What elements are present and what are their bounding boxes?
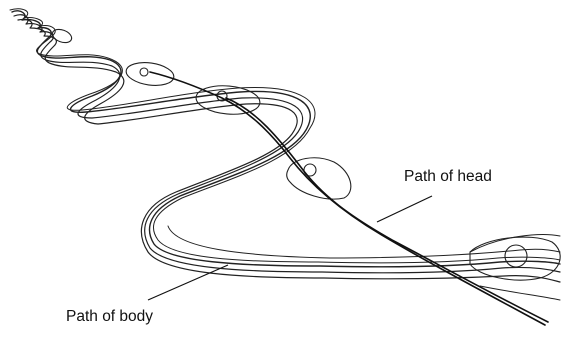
head-shape-4 <box>287 158 351 199</box>
head-shape-1 <box>51 27 74 45</box>
body-stroke-5 <box>168 226 560 258</box>
head-shape-2 <box>125 60 176 88</box>
head-positions <box>51 27 561 280</box>
body-stroke-2 <box>14 15 560 273</box>
body-label-pointer <box>148 265 228 300</box>
head-label-pointer <box>377 196 432 222</box>
body-path-strokes <box>10 9 560 300</box>
head-path-line-2 <box>226 98 548 322</box>
body-stroke-4 <box>10 9 560 263</box>
path-of-body-label: Path of body <box>66 308 153 325</box>
head-eye-2 <box>140 68 148 76</box>
body-stroke-1 <box>12 11 560 267</box>
path-of-head-label: Path of head <box>404 168 492 185</box>
head-eye-5 <box>505 245 527 267</box>
